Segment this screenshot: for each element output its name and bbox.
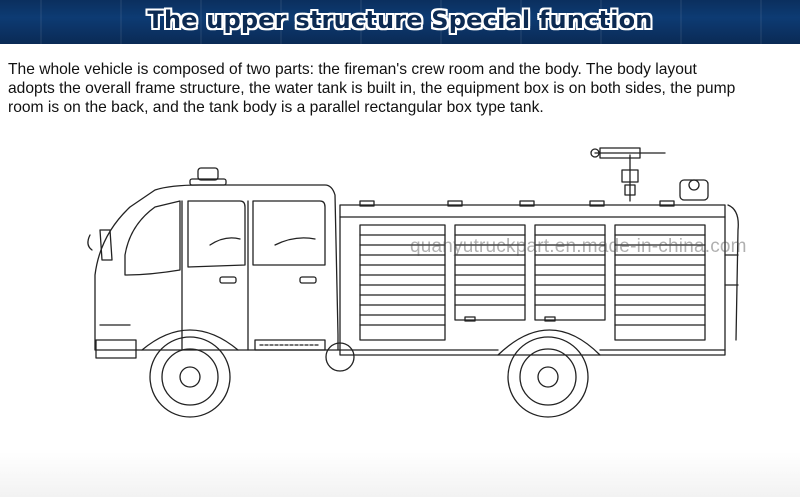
front-window (124, 200, 181, 276)
front-wheel (149, 336, 231, 418)
rear-wheel (507, 336, 589, 418)
description-line: room is on the back, and the tank body i… (8, 99, 544, 116)
side-mirror (99, 229, 113, 261)
equipment-box-2 (454, 224, 526, 321)
description-line: adopts the overall frame structure, the … (8, 80, 736, 97)
equipment-box-4 (614, 224, 706, 341)
equipment-box-3 (534, 224, 606, 321)
cab-step (254, 339, 326, 351)
fire-truck-drawing (87, 147, 739, 418)
bottom-band (0, 452, 800, 497)
rear-ladder (727, 204, 739, 341)
description-line: The whole vehicle is composed of two par… (8, 61, 697, 78)
description-text: The whole vehicle is composed of two par… (8, 60, 798, 117)
equipment-box-1 (359, 224, 446, 341)
crew-window-1 (187, 200, 246, 268)
beacon-light (197, 167, 219, 181)
tank-body (339, 204, 726, 356)
title-banner: The upper structure Special function (0, 0, 800, 44)
banner-title: The upper structure Special function (147, 6, 653, 34)
crew-window-2 (252, 200, 326, 266)
watermark: quanyutruckpart.en.made-in-china.com (410, 236, 747, 257)
cab-outline (94, 184, 339, 351)
water-monitor (590, 147, 666, 202)
